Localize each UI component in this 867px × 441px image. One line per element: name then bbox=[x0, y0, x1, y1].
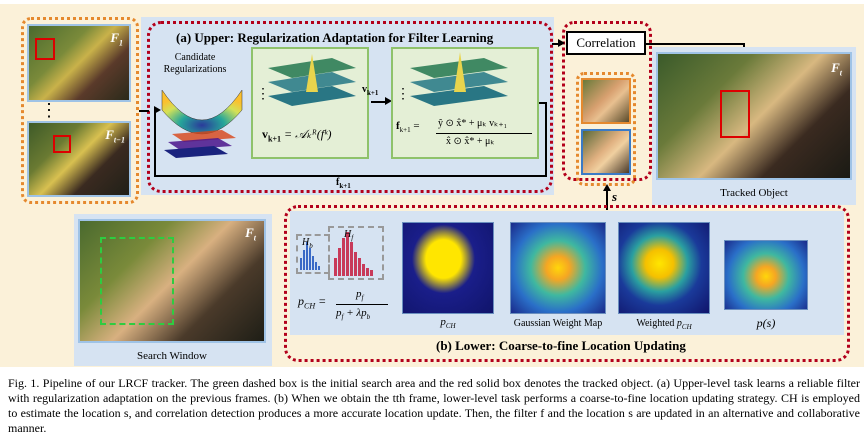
arrow-f-feedback-bottom bbox=[154, 175, 546, 177]
hist-f-label: Hf bbox=[344, 229, 354, 242]
v-ellipsis: ⋮ bbox=[256, 87, 270, 102]
arrow-f-feedback-right bbox=[545, 102, 547, 177]
weighted-pch-map-label: Weighted pCH bbox=[636, 318, 692, 331]
arrow-frames-to-upper bbox=[139, 110, 149, 112]
f-update-equation: fk+1 = bbox=[396, 120, 420, 135]
pch-equation: pCH = bbox=[298, 294, 327, 311]
previous-frames-group bbox=[21, 17, 139, 204]
regularization-surface-plot bbox=[158, 80, 246, 158]
hist-f-svg bbox=[334, 232, 373, 276]
gaussian-weight-map-label: Gaussian Weight Map bbox=[513, 318, 603, 329]
pch-fraction-bar bbox=[336, 304, 388, 305]
f-update-box bbox=[391, 47, 539, 159]
v-response-surface bbox=[262, 52, 360, 121]
tracked-box-red bbox=[720, 90, 750, 138]
f-equation-denominator: x̂ ⊙ x̂* + μₖ bbox=[446, 136, 495, 147]
f-surface-svg bbox=[410, 52, 508, 106]
s-label: s bbox=[612, 189, 618, 204]
correlation-region bbox=[562, 21, 652, 181]
pch-map bbox=[402, 222, 494, 314]
arrow-f-feedback-right-top bbox=[539, 102, 547, 104]
location-sample-2 bbox=[581, 129, 631, 175]
frame-1-image: F1 bbox=[27, 24, 131, 102]
pch-map-label: pCH bbox=[440, 316, 456, 331]
frames-ellipsis: ⋮ bbox=[40, 100, 58, 120]
arrow-s-to-samples-head bbox=[603, 184, 611, 191]
target-box-red bbox=[35, 38, 55, 60]
location-sample-1 bbox=[581, 78, 631, 124]
frame-t-minus-1-tag: Ft−1 bbox=[105, 127, 125, 145]
tracked-object-label: Tracked Object bbox=[720, 187, 788, 199]
tracked-object-image: Ft bbox=[656, 52, 852, 180]
search-window-label: Search Window bbox=[137, 350, 207, 362]
arrow-v-to-f bbox=[371, 101, 387, 103]
f-response-surface bbox=[402, 52, 514, 121]
f-equation-bar bbox=[436, 133, 532, 134]
histogram-foreground bbox=[328, 226, 384, 280]
tracked-frame-tag: Ft bbox=[831, 60, 842, 78]
correlation-box: Correlation bbox=[566, 31, 646, 55]
arrow-correlation-to-tracked bbox=[646, 43, 744, 45]
pch-numerator: pf bbox=[356, 288, 364, 303]
weighted-pch-map bbox=[618, 222, 710, 314]
arrow-s-to-samples bbox=[606, 186, 608, 210]
candidate-regularizations-label: Candidate Regularizations bbox=[163, 52, 227, 75]
search-area-green-dashed bbox=[100, 237, 174, 325]
arrow-v-label: vk+1 bbox=[362, 84, 379, 97]
pch-denominator: pf + λpb bbox=[336, 307, 371, 322]
search-window-image: Ft bbox=[78, 219, 266, 343]
frame-1-tag: F1 bbox=[110, 30, 123, 48]
hist-b-svg bbox=[300, 242, 320, 270]
lower-title: (b) Lower: Coarse-to-fine Location Updat… bbox=[436, 338, 686, 353]
arrow-f-feedback-head bbox=[154, 106, 161, 114]
v-update-equation: vk+1 = 𝒜ₖᴿ(fᵏ) bbox=[262, 127, 332, 144]
lower-task-region bbox=[284, 205, 850, 362]
figure-caption: Fig. 1. Pipeline of our LRCF tracker. Th… bbox=[8, 376, 860, 435]
ps-map-label: p(s) bbox=[756, 316, 776, 330]
arrow-f-to-correlation-head bbox=[558, 39, 565, 47]
arrow-f-feedback-left bbox=[154, 110, 156, 177]
f-ellipsis: ⋮ bbox=[396, 87, 410, 102]
frame-t-minus-1-image: Ft−1 bbox=[27, 121, 131, 197]
search-frame-tag: Ft bbox=[245, 225, 256, 243]
arrow-f-label: fk+1 bbox=[336, 177, 351, 190]
arrow-f-to-correlation bbox=[552, 43, 562, 45]
f-equation-numerator: ŷ ⊙ x̂* + μₖ vₖ₊₁ bbox=[438, 118, 508, 129]
upper-task-region bbox=[147, 21, 553, 193]
regularization-surface-svg bbox=[161, 89, 243, 158]
arrow-v-to-f-head bbox=[385, 97, 392, 105]
ps-map bbox=[724, 240, 808, 310]
upper-title: (a) Upper: Regularization Adaptation for… bbox=[176, 30, 494, 45]
v-surface-svg bbox=[268, 54, 356, 106]
target-box-red-2 bbox=[53, 135, 71, 153]
hist-b-label: Hb bbox=[302, 237, 313, 250]
gaussian-weight-map bbox=[510, 222, 606, 314]
